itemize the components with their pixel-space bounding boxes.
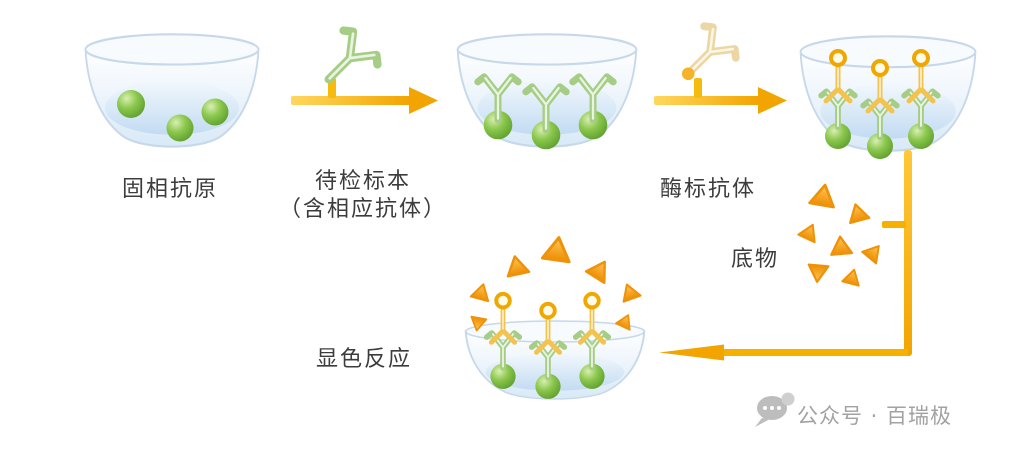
substrate-triangle-icon — [861, 239, 887, 265]
substrate-triangle-icon — [806, 263, 830, 284]
arrow-add-sample — [291, 26, 438, 114]
substrate-triangles — [797, 181, 887, 287]
arrow-add-enzyme-antibody — [654, 22, 787, 114]
antibody-icon — [312, 26, 382, 96]
watermark-text: 公众号 · 百瑞极 — [797, 404, 953, 428]
label-substrate: 底物 — [730, 247, 780, 272]
substrate-triangle-icon — [540, 234, 574, 264]
connector-substrate-stub — [882, 221, 906, 228]
well-2-antibody-bound — [456, 33, 638, 149]
substrate-triangle-icon — [617, 280, 642, 303]
substrate-triangle-icon — [469, 280, 494, 303]
substrate-triangle-icon — [844, 200, 871, 225]
antigen-sphere-icon — [117, 90, 145, 118]
label-color-reaction: 显色反应 — [315, 347, 413, 372]
arrow-stub — [694, 78, 702, 98]
arrow-bar — [654, 96, 760, 105]
arrow-bar — [291, 96, 411, 105]
label-solid-phase-antigen: 固相抗原 — [121, 177, 219, 202]
label-enzyme-antibody: 酶标抗体 — [659, 177, 757, 202]
substrate-triangle-icon — [808, 181, 839, 209]
arrow-head — [409, 87, 438, 114]
connector-vertical-bar — [904, 150, 912, 356]
substrate-triangle-icon — [841, 266, 864, 287]
watermark-chat-bubble-icon — [755, 392, 795, 427]
well-3-enzyme-antibody-bound — [799, 35, 977, 159]
antigen-sphere-icon — [166, 114, 194, 142]
well-4-color-reaction — [464, 234, 646, 399]
arrow-head — [758, 87, 787, 114]
connector-arrow-head — [659, 344, 724, 361]
antigen-sphere-icon — [201, 98, 229, 126]
well-1-solid-phase-antigen — [84, 33, 260, 148]
label-test-sample: 待检标本 （含相应抗体） — [279, 168, 447, 224]
substrate-triangle-icon — [584, 254, 616, 285]
enzyme-antibody-icon — [668, 22, 740, 94]
connector-to-color-reaction — [659, 150, 912, 361]
label-test-sample-line1: 待检标本 — [314, 169, 412, 194]
label-test-sample-line2: （含相应抗体） — [278, 197, 448, 222]
substrate-triangle-icon — [797, 220, 822, 244]
substrate-triangle-icon — [828, 234, 854, 256]
connector-horizontal-bar — [720, 349, 908, 356]
substrate-triangle-icon — [502, 252, 531, 278]
